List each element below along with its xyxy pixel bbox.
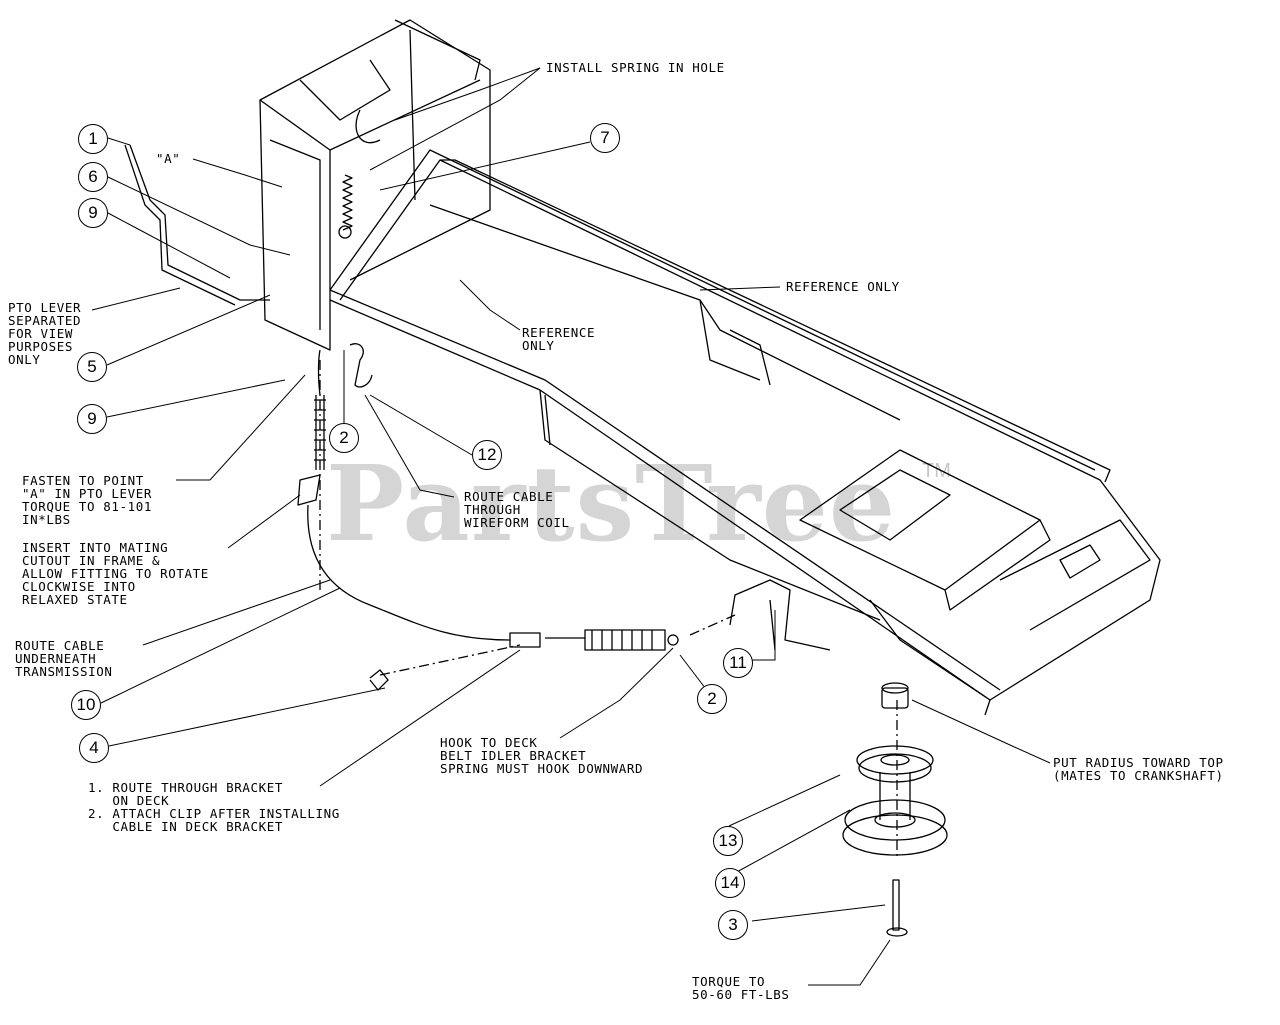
callout-6: 6 [78,162,108,192]
callout-2-upper: 2 [329,423,359,453]
callout-10: 10 [71,690,101,720]
note-insert: INSERT INTO MATING CUTOUT IN FRAME & ALL… [22,540,209,607]
wireform-coil [349,343,373,388]
note-hook-deck: HOOK TO DECK BELT IDLER BRACKET SPRING M… [440,735,644,776]
deck-bracket [729,579,831,651]
hair-clip [369,669,389,691]
callout-2-lower: 2 [697,684,727,714]
note-fasten: FASTEN TO POINT "A" IN PTO LEVER TORQUE … [22,473,153,527]
note-pto-lever: PTO LEVER SEPARATED FOR VIEW PURPOSES ON… [8,300,82,367]
callout-3: 3 [718,910,748,940]
callout-11: 11 [723,648,753,678]
pto-lever [129,144,270,301]
frame-rails [329,149,1161,716]
leader-lines [91,67,1051,986]
callout-5: 5 [77,352,107,382]
callout-1: 1 [78,124,108,154]
note-install-spring: INSTALL SPRING IN HOLE [546,60,725,75]
note-a-label: "A" [156,151,181,166]
note-route-bracket: 1. ROUTE THROUGH BRACKET ON DECK 2. ATTA… [88,780,340,834]
note-route-coil: ROUTE CABLE THROUGH WIREFORM COIL [464,489,570,530]
rear-plate [799,449,1151,631]
callout-4: 4 [79,733,109,763]
callout-9-lower: 9 [77,404,107,434]
watermark: PartsTree [326,442,897,565]
note-reference-only-1: REFERENCE ONLY [786,279,900,294]
note-torque-ft: TORQUE TO 50-60 FT-LBS [692,974,790,1002]
spring-7 [338,174,353,239]
callout-9-upper: 9 [78,198,108,228]
front-tower [259,19,491,351]
note-put-radius: PUT RADIUS TOWARD TOP (MATES TO CRANKSHA… [1053,755,1224,783]
pulley-stack [842,682,948,937]
callout-14: 14 [715,868,745,898]
trademark-mark: TM [922,460,951,482]
callout-12: 12 [472,440,502,470]
note-route-under: ROUTE CABLE UNDERNEATH TRANSMISSION [15,638,113,679]
callout-7: 7 [590,123,620,153]
note-reference-only-2: REFERENCE ONLY [522,325,596,353]
callout-13: 13 [713,826,743,856]
